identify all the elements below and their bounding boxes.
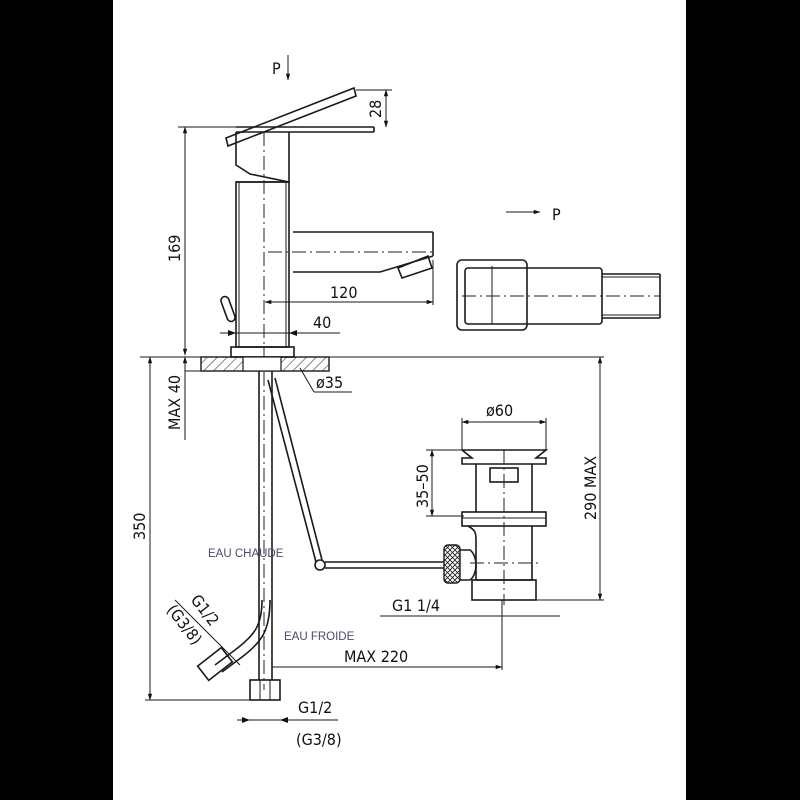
left-border <box>0 0 113 800</box>
dim-body-height: 169 <box>165 235 184 262</box>
faucet-body <box>235 181 290 348</box>
waste-thread: G1 1/4 <box>392 596 440 615</box>
knurled-nut <box>443 544 461 584</box>
aerator <box>396 254 434 279</box>
pop-up-knob <box>220 295 236 323</box>
cold-connector <box>249 679 281 701</box>
right-border <box>686 0 800 800</box>
dim-plug-diameter: ø60 <box>486 401 513 420</box>
cold-water-label: EAU FROIDE <box>284 631 355 643</box>
cold-thread: G1/2 <box>298 698 332 717</box>
lever-handle <box>225 86 357 148</box>
pressure-marker-side: P <box>552 205 561 224</box>
top-view: P <box>456 205 661 331</box>
dim-max-deck: MAX 40 <box>165 375 184 430</box>
cold-thread-alt: (G3/8) <box>296 730 342 749</box>
dim-tail-length: 350 <box>130 513 149 540</box>
dim-max-height: 290 MAX <box>581 456 600 520</box>
dim-lever-height: 28 <box>366 100 385 118</box>
pressure-marker-top: P <box>272 59 281 78</box>
dim-adjust-range: 35–50 <box>413 464 432 508</box>
hot-connector <box>196 646 234 682</box>
dim-pull-rod-reach: MAX 220 <box>344 647 408 666</box>
dim-base-diameter: ø35 <box>316 373 343 392</box>
dim-body-width: 40 <box>313 313 331 332</box>
dim-spout-reach: 120 <box>330 283 357 302</box>
waste-view: ø60 35–50 290 MAX G1 1/4 <box>294 356 604 617</box>
hot-water-label: EAU CHAUDE <box>208 548 284 560</box>
